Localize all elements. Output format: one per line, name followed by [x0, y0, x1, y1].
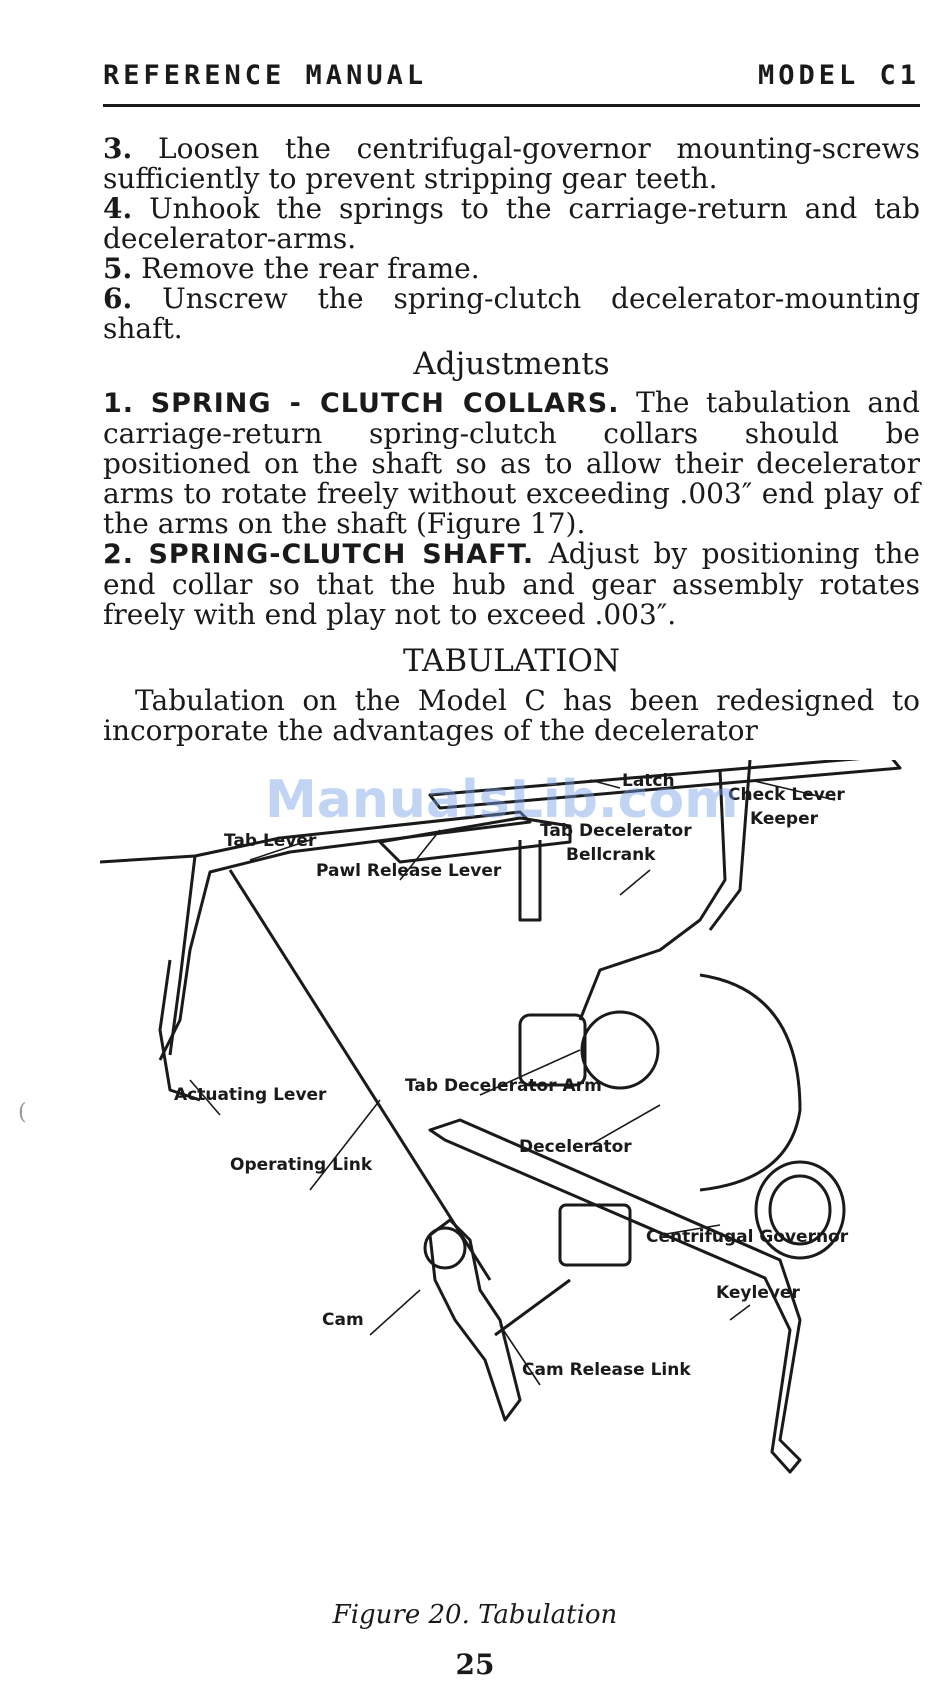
pawl-arm — [518, 840, 542, 922]
watermark: ManualsLib.com — [265, 770, 739, 830]
label-keylever: Keylever — [716, 1283, 800, 1303]
key-top — [558, 1203, 632, 1267]
label-operating-link: Operating Link — [230, 1155, 373, 1175]
label-tab-lever: Tab Lever — [224, 831, 317, 851]
figure-caption: Figure 20. Tabulation — [332, 1600, 618, 1630]
adjustments-heading: Adjustments — [413, 346, 610, 382]
bellcrank — [578, 769, 727, 1021]
step-4: 4. Unhook the springs to the carriage-re… — [103, 192, 920, 255]
keylever — [428, 1118, 802, 1474]
keeper-bar — [428, 760, 902, 810]
cam-gear — [423, 1226, 467, 1270]
bellcrank-2 — [708, 760, 752, 931]
label-cam-release-link: Cam Release Link — [522, 1360, 691, 1380]
tabulation-text: Tabulation on the Model C has been redes… — [103, 684, 920, 747]
tabulation-heading: TABULATION — [402, 643, 620, 679]
label-check-lever-keeper-1: Check Lever — [728, 785, 845, 805]
label-tab-decelerator-arm: Tab Decelerator Arm — [405, 1076, 602, 1096]
step-3: 3. Loosen the centrifugal-governor mount… — [103, 132, 920, 195]
tabulation-mechanism-figure: Latch Check Lever Keeper Tab Decelerator… — [100, 760, 902, 1474]
cam — [428, 1218, 522, 1422]
step-5: 5. Remove the rear frame. — [103, 252, 480, 285]
actuating-lever — [158, 959, 201, 1102]
spring-clutch — [518, 1013, 587, 1087]
adjustments-list: 1. SPRING - CLUTCH COLLARS. The tabulati… — [103, 388, 920, 630]
tab-lever-frame — [168, 855, 197, 1056]
page-header: REFERENCE MANUAL MODEL C1 — [103, 60, 920, 107]
cam-release-link — [494, 1278, 571, 1337]
label-latch: Latch — [622, 771, 675, 791]
adjustment-2: 2. SPRING-CLUTCH SHAFT. Adjust by positi… — [103, 537, 920, 631]
governor-inner — [768, 1174, 832, 1246]
adjustment-1: 1. SPRING - CLUTCH COLLARS. The tabulati… — [103, 386, 920, 540]
step-6: 6. Unscrew the spring-clutch decelerator… — [103, 282, 920, 345]
label-tab-decelerator-bellcrank-1: Tab Decelerator — [540, 821, 692, 841]
pawl-release-lever — [378, 816, 572, 864]
governor-drum — [754, 1160, 846, 1260]
label-tab-decelerator-bellcrank-2: Bellcrank — [566, 845, 656, 865]
manual-title: REFERENCE MANUAL — [103, 60, 428, 91]
label-pawl-release-lever: Pawl Release Lever — [316, 861, 502, 881]
decelerator-plate — [699, 973, 802, 1192]
margin-mark: ( — [18, 1100, 27, 1125]
decelerator-hub — [580, 1010, 660, 1090]
label-cam: Cam — [322, 1310, 364, 1330]
operating-link — [228, 869, 492, 1281]
label-actuating-lever: Actuating Lever — [174, 1085, 327, 1105]
label-check-lever-keeper-2: Keeper — [750, 809, 819, 829]
page-number: 25 — [455, 1648, 495, 1681]
label-centrifugal-governor: Centrifugal Governor — [646, 1227, 849, 1247]
label-decelerator: Decelerator — [519, 1137, 632, 1157]
model-name: MODEL C1 — [757, 60, 920, 91]
removal-steps: 3. Loosen the centrifugal-governor mount… — [103, 134, 920, 344]
